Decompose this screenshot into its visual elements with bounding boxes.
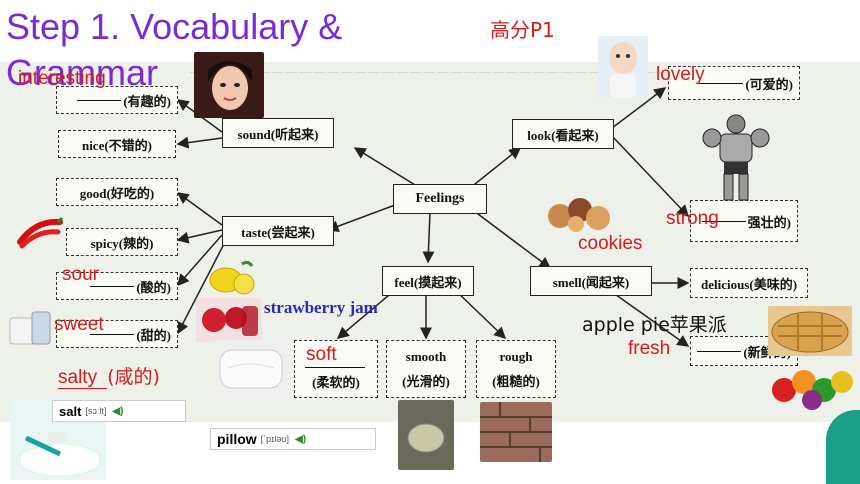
node-smell: smell(闻起来) <box>530 266 652 296</box>
sour-cn: (酸的) <box>136 279 171 295</box>
box-sour: (酸的) <box>56 272 178 300</box>
box-nice: nice(不错的) <box>58 130 176 158</box>
box-interesting: (有趣的) <box>56 86 178 114</box>
salty-cn: (咸的) <box>107 366 160 388</box>
soft-cn: (柔软的) <box>312 375 360 390</box>
box-spicy: spicy(辣的) <box>66 228 178 256</box>
word-card-pillow: pillow [ˈpɪləʊ] ◀) <box>210 428 376 450</box>
box-smooth: smooth (光滑的) <box>386 340 466 398</box>
answer-soft: soft <box>306 344 337 365</box>
label-strawberry-jam: strawberry jam <box>264 298 378 317</box>
card-salt-phonetic: [sɔːlt] <box>85 406 107 416</box>
box-strong: 强壮的) <box>690 200 798 242</box>
sugar-image <box>6 308 54 348</box>
answer-interesting: interesting <box>18 68 106 89</box>
page-title-line2: Grammar <box>6 52 158 93</box>
speaker-icon[interactable]: ◀) <box>295 433 307 445</box>
decor-corner <box>826 410 860 484</box>
photo-baby <box>598 36 648 98</box>
answer-lovely: lovely <box>656 64 705 85</box>
card-pillow-word: pillow <box>217 431 257 447</box>
box-fresh: (新鲜的) <box>690 336 798 366</box>
center-node-feelings: Feelings <box>393 184 487 214</box>
box-soft: (柔软的) <box>294 340 378 398</box>
rough-word: rough <box>499 348 533 364</box>
node-taste: taste(尝起来) <box>222 216 334 246</box>
reference-label: 高分P1 <box>490 18 555 42</box>
stone-image <box>398 400 454 470</box>
answer-salty: salty <box>58 367 108 389</box>
node-sound: sound(听起来) <box>222 118 334 148</box>
answer-fresh: fresh <box>628 338 671 359</box>
apple-pie-image <box>768 306 852 356</box>
speaker-icon[interactable]: ◀) <box>112 405 124 417</box>
pillow-image <box>214 340 288 396</box>
card-salt-word: salt <box>59 403 82 419</box>
box-delicious: delicious(美味的) <box>690 268 808 298</box>
page-title: Step 1. Vocabulary & <box>6 6 343 47</box>
smooth-cn: (光滑的) <box>402 373 450 389</box>
vegetables-image <box>766 358 856 414</box>
answer-sour: sour <box>62 264 99 285</box>
lemon-image <box>206 258 258 298</box>
answer-cookies: cookies <box>578 233 643 254</box>
salty-line: salty(咸的) <box>58 362 160 389</box>
box-sweet: (甜的) <box>56 320 178 348</box>
node-look: look(看起来) <box>512 119 614 149</box>
box-rough: rough (粗糙的) <box>476 340 556 398</box>
word-card-salt: salt [sɔːlt] ◀) <box>52 400 186 422</box>
label-apple-pie: apple pie苹果派 <box>582 314 727 336</box>
strongman-icon <box>700 112 772 204</box>
strong-cn: 强壮的) <box>747 214 791 230</box>
node-feel: feel(摸起来) <box>382 266 474 296</box>
sweet-cn: (甜的) <box>136 327 171 343</box>
lovely-cn: (可爱的) <box>745 76 793 92</box>
smooth-word: smooth <box>405 348 447 364</box>
box-lovely: (可爱的) <box>668 66 800 100</box>
chili-image <box>16 216 64 250</box>
box-good: good(好吃的) <box>56 178 178 206</box>
interesting-cn: (有趣的) <box>123 93 171 109</box>
card-pillow-phonetic: [ˈpɪləʊ] <box>260 434 289 444</box>
brick-image <box>480 402 552 462</box>
strawberry-image <box>196 298 262 342</box>
header-band <box>0 0 860 60</box>
cookies-image <box>546 194 612 234</box>
answer-sweet: sweet <box>54 314 104 335</box>
photo-singer <box>194 52 264 118</box>
rough-cn: (粗糙的) <box>492 373 540 389</box>
answer-strong: strong <box>666 208 719 229</box>
